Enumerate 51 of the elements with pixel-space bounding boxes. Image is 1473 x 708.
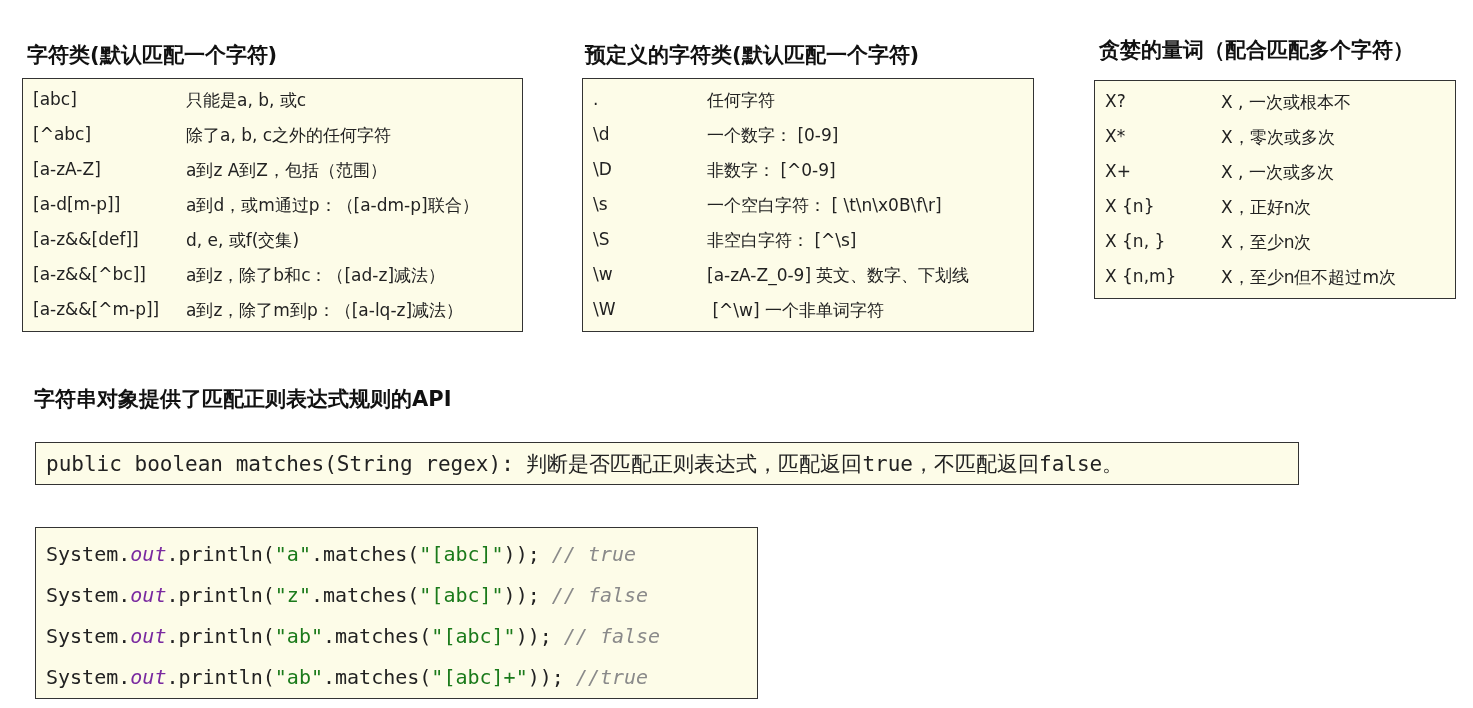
description-text: X , 一次或根本不	[1221, 91, 1351, 114]
description-text: 只能是a, b, 或c	[186, 89, 307, 112]
regex-syntax: \s	[593, 194, 608, 214]
regex-syntax: [^abc]	[33, 124, 92, 144]
method-box	[35, 442, 1299, 485]
description-text: a到z，除了m到p：（[a-lq-z]减法）	[186, 299, 464, 322]
regex-syntax: X {n,m}	[1105, 266, 1177, 286]
code-line: System.out.println("ab".matches("[abc]+")); //true	[46, 665, 649, 689]
regex-syntax: \D	[593, 159, 612, 179]
regex-syntax: [a-z&&[^m-p]]	[33, 299, 160, 319]
section-heading: 字符类(默认匹配一个字符)	[27, 42, 278, 69]
regex-syntax: [abc]	[33, 89, 77, 109]
regex-syntax: .	[593, 89, 599, 109]
description-text: a到z，除了b和c：（[ad-z]减法）	[186, 264, 445, 287]
description-text: a到d，或m通过p：（[a-dm-p]联合）	[186, 194, 479, 217]
regex-syntax: [a-zA-Z]	[33, 159, 101, 179]
code-line: System.out.println("a".matches("[abc]")); // true	[46, 542, 637, 566]
description-text: X，正好n次	[1221, 196, 1312, 219]
description-text: 非空白字符： [^\s]	[707, 229, 857, 252]
regex-syntax: X {n, }	[1105, 231, 1166, 251]
regex-syntax: \d	[593, 124, 610, 144]
description-text: X , 一次或多次	[1221, 161, 1334, 184]
regex-syntax: [a-z&&[def]]	[33, 229, 139, 249]
description-text: [^\w] 一个非单词字符	[711, 299, 884, 322]
description-text: X，至少n但不超过m次	[1221, 266, 1396, 289]
regex-syntax: \S	[593, 229, 610, 249]
regex-syntax: X+	[1105, 161, 1131, 181]
description-text: 除了a, b, c之外的任何字符	[186, 124, 392, 147]
regex-syntax: [a-d[m-p]]	[33, 194, 121, 214]
method-description: public boolean matches(String regex): 判断是否匹配正则表达式，匹配返回true，不匹配返回false。	[46, 451, 1124, 478]
regex-syntax: \W	[593, 299, 616, 319]
description-text: a到z A到Z，包括（范围）	[186, 159, 388, 182]
description-text: X，零次或多次	[1221, 126, 1335, 149]
code-line: System.out.println("z".matches("[abc]")); // false	[46, 583, 649, 607]
description-text: 非数字： [^0-9]	[707, 159, 836, 182]
regex-syntax: [a-z&&[^bc]]	[33, 264, 146, 284]
description-text: 任何字符	[707, 89, 775, 112]
section-heading: 预定义的字符类(默认匹配一个字符)	[585, 42, 920, 69]
description-text: 一个数字： [0-9]	[707, 124, 839, 147]
description-text: X，至少n次	[1221, 231, 1312, 254]
regex-syntax: \w	[593, 264, 613, 284]
section-heading: 贪婪的量词（配合匹配多个字符）	[1099, 37, 1414, 64]
description-text: 一个空白字符： [ \t\n\x0B\f\r]	[707, 194, 942, 217]
code-box	[35, 527, 758, 699]
code-line: System.out.println("ab".matches("[abc]")); // false	[46, 624, 661, 648]
description-text: [a-zA-Z_0-9] 英文、数字、下划线	[707, 264, 970, 287]
section-heading: 字符串对象提供了匹配正则表达式规则的API	[34, 386, 452, 413]
description-text: d, e, 或f(交集)	[186, 229, 300, 252]
regex-syntax: X?	[1105, 91, 1126, 111]
regex-syntax: X {n}	[1105, 196, 1155, 216]
regex-syntax: X*	[1105, 126, 1126, 146]
